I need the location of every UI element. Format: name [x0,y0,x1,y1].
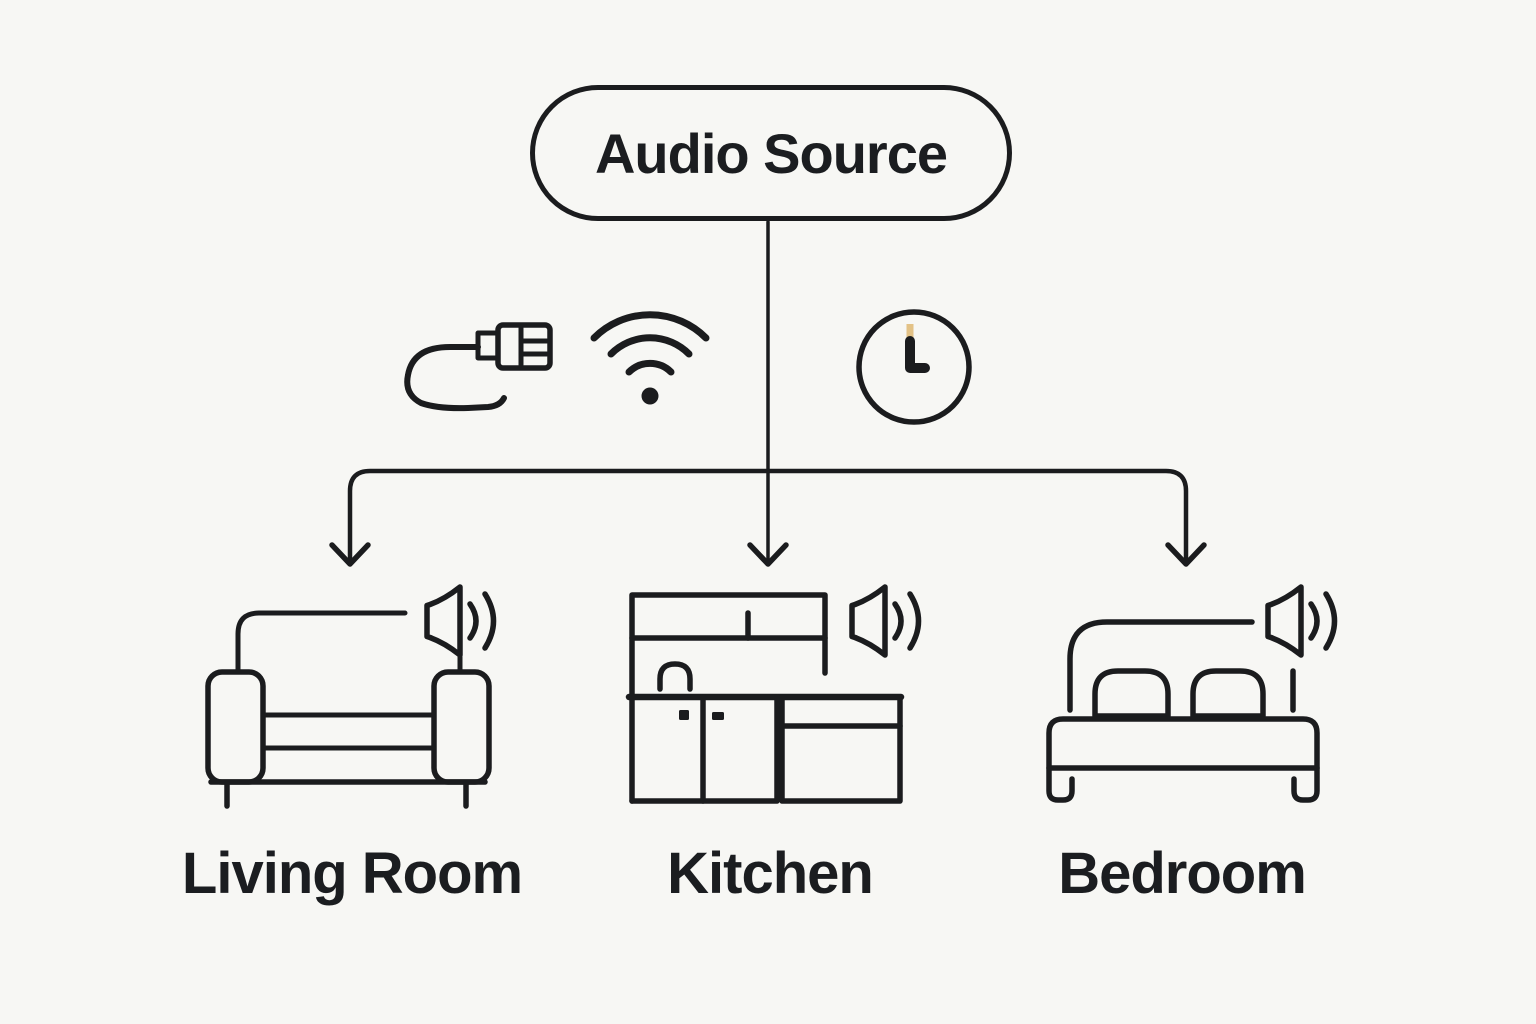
speaker-icon [427,587,494,655]
cable-cord [404,344,507,412]
audio-source-node: Audio Source [530,85,1012,221]
clock-face [856,309,972,425]
cabinet-handle [712,712,724,720]
faucet [657,661,693,692]
speaker-wire [235,610,408,674]
bed-frame [1046,716,1320,803]
speaker-wire [1067,619,1255,713]
sofa-right-armrest [431,669,492,785]
speaker-icon [852,587,919,655]
arrowhead-right-icon [1165,542,1207,567]
cable-plug-icon [404,322,553,412]
plug-neck [475,330,501,361]
cabinet-handle [679,710,689,720]
speaker-icon [1268,587,1335,655]
pillow [1092,668,1171,719]
living-room-label: Living Room [181,841,523,906]
audio-source-label: Audio Source [594,121,948,185]
sofa-left-armrest [205,669,266,785]
kitchen-drawer-unit [779,694,903,804]
sofa-speaker-icon [205,587,494,809]
arrowhead-center-icon [747,542,789,567]
branch-line [347,468,1189,563]
plug-body [495,322,553,371]
clock-hands [905,336,930,373]
wifi-icon [590,311,710,405]
clock-icon [856,309,972,425]
connector-lines [329,220,1207,567]
arrowhead-left-icon [329,542,371,567]
pillow [1190,668,1266,719]
bed-speaker-icon [1046,587,1335,803]
kitchen-counter-speaker-icon [625,587,919,804]
bedroom-label: Bedroom [1058,841,1307,906]
kitchen-label: Kitchen [667,841,874,906]
